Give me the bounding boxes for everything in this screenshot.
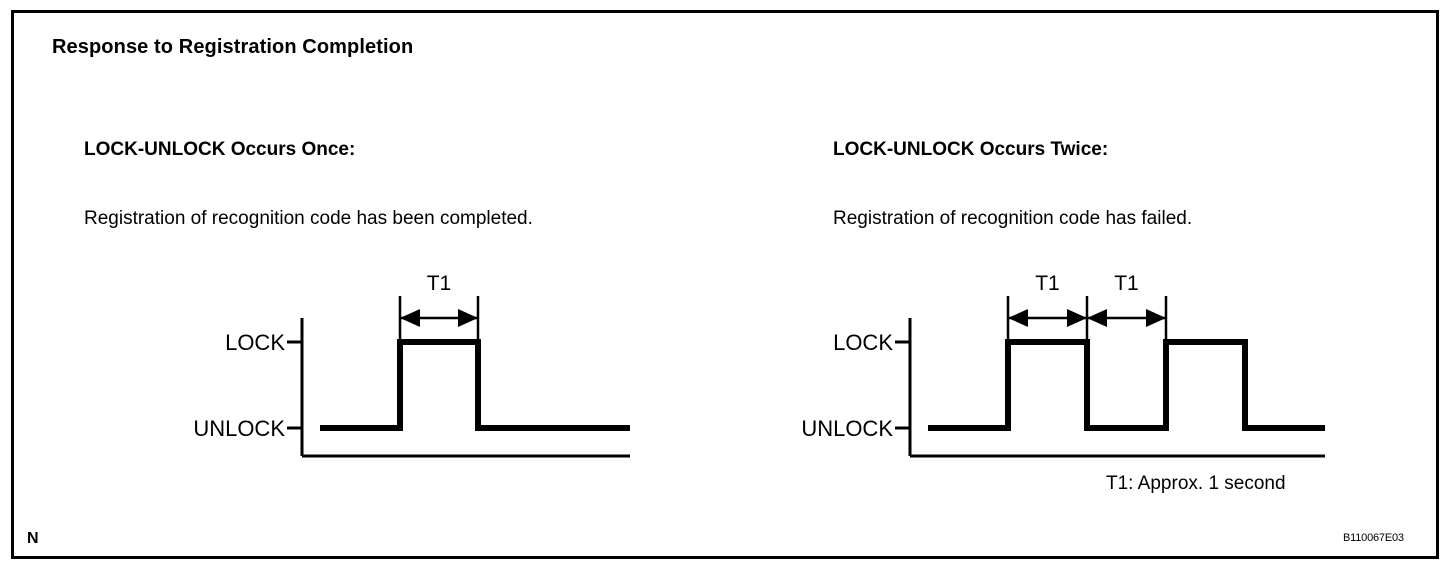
signal-waveform bbox=[928, 339, 1325, 431]
column-description-twice: Registration of recognition code has fai… bbox=[833, 208, 1193, 229]
dimension-arrow-left bbox=[1087, 309, 1107, 327]
timing-note: T1: Approx. 1 second bbox=[1106, 473, 1286, 494]
corner-mark: N bbox=[27, 530, 39, 547]
figure-title: Response to Registration Completion bbox=[52, 36, 414, 58]
dimension-arrow-left bbox=[400, 309, 420, 327]
dimension-arrow-right bbox=[458, 309, 478, 327]
timing-diagram-2: LOCK UNLOCK T1 T1 bbox=[801, 272, 1325, 458]
figure-border bbox=[11, 10, 1439, 559]
axis-label-lock: LOCK bbox=[225, 330, 285, 355]
axis-label-unlock: UNLOCK bbox=[801, 416, 893, 441]
axis-label-unlock: UNLOCK bbox=[193, 416, 285, 441]
dimension-label-t1: T1 bbox=[1035, 272, 1060, 295]
dimension-arrow-right bbox=[1067, 309, 1087, 327]
dimension-arrow-left bbox=[1008, 309, 1028, 327]
dimension-label-t1: T1 bbox=[1114, 272, 1139, 295]
axis-label-lock: LOCK bbox=[833, 330, 893, 355]
document-code: B110067E03 bbox=[1343, 532, 1404, 544]
column-heading-once: LOCK-UNLOCK Occurs Once: bbox=[84, 139, 356, 160]
timing-diagram-1: LOCK UNLOCK T1 bbox=[193, 272, 630, 458]
dimension-label-t1: T1 bbox=[427, 272, 452, 295]
column-description-once: Registration of recognition code has bee… bbox=[84, 208, 533, 229]
dimension-arrow-right bbox=[1146, 309, 1166, 327]
column-heading-twice: LOCK-UNLOCK Occurs Twice: bbox=[833, 139, 1109, 160]
signal-waveform bbox=[320, 339, 630, 431]
